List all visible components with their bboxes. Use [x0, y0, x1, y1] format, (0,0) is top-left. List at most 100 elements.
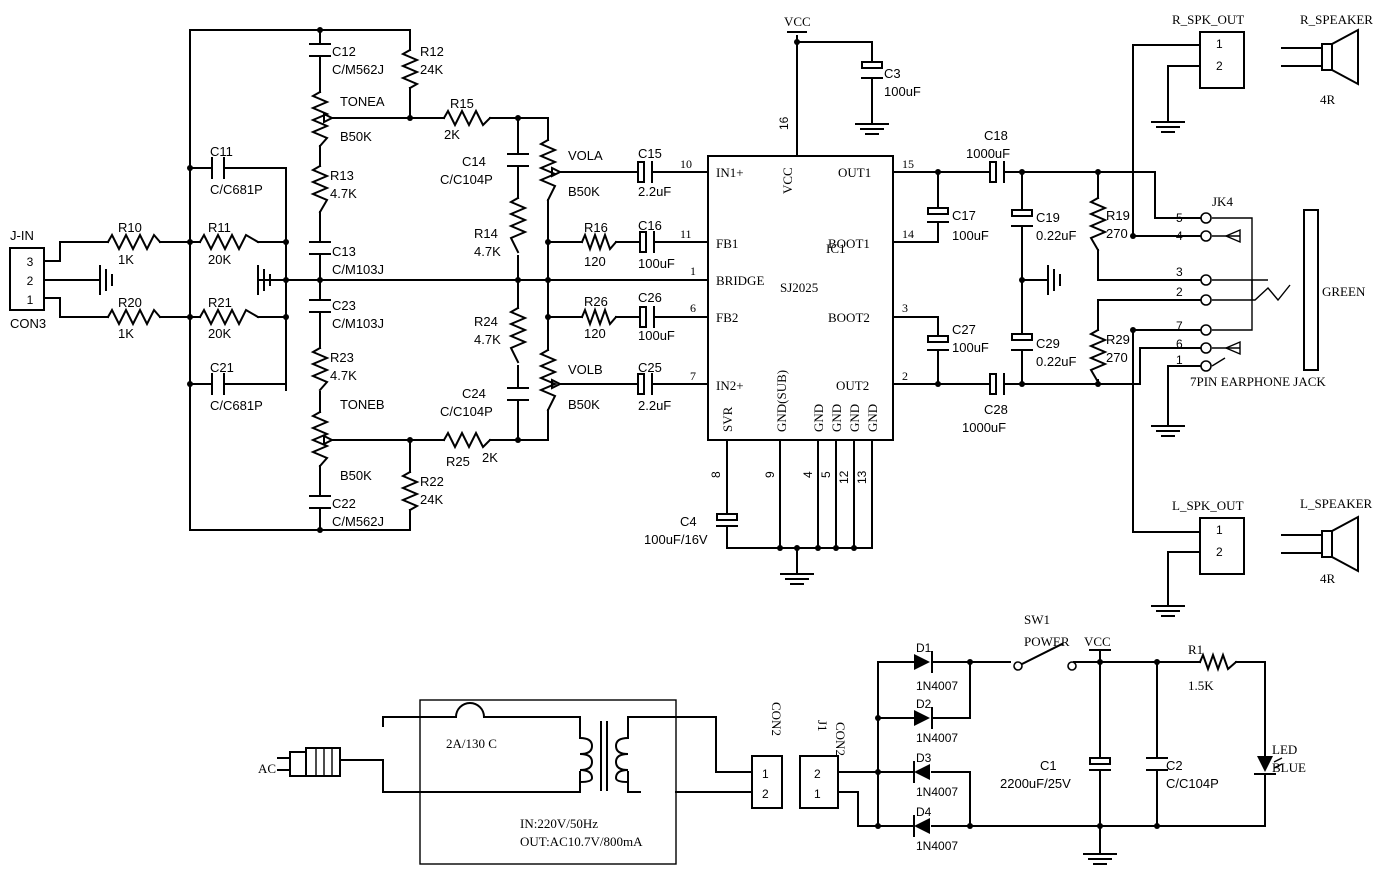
svg-text:120: 120 [584, 326, 606, 341]
svg-text:AC: AC [258, 761, 276, 776]
j-in-pin-3: 3 [27, 255, 34, 269]
resistor-r12: R12 24K [400, 44, 444, 90]
svg-text:R15: R15 [450, 96, 474, 111]
svg-text:0.22uF: 0.22uF [1036, 228, 1077, 243]
svg-text:C22: C22 [332, 496, 356, 511]
svg-text:LED: LED [1272, 742, 1297, 757]
svg-text:5: 5 [819, 471, 833, 478]
svg-text:C/C104P: C/C104P [440, 404, 493, 419]
svg-text:1.5K: 1.5K [1188, 678, 1214, 693]
l-spk-out-connector: L_SPK_OUT 1 2 [1172, 498, 1245, 575]
resistor-r20: R20 1K [106, 295, 162, 341]
jack-label: 7PIN EARPHONE JACK [1190, 374, 1326, 389]
svg-text:C19: C19 [1036, 210, 1060, 225]
svg-text:1K: 1K [118, 252, 134, 267]
svg-text:C26: C26 [638, 290, 662, 305]
svg-text:OUT2: OUT2 [836, 378, 869, 393]
svg-text:1: 1 [1216, 37, 1223, 51]
resistor-r14: R14 4.7K [474, 196, 528, 259]
svg-text:OUT1: OUT1 [838, 165, 871, 180]
svg-text:270: 270 [1106, 226, 1128, 241]
svg-text:1N4007: 1N4007 [916, 679, 958, 693]
svg-text:SVR: SVR [720, 406, 735, 432]
svg-text:VOLA: VOLA [568, 148, 603, 163]
svg-text:C17: C17 [952, 208, 976, 223]
svg-text:B50K: B50K [568, 397, 600, 412]
svg-text:C/M562J: C/M562J [332, 514, 384, 529]
svg-text:CON2: CON2 [769, 702, 784, 736]
svg-text:24K: 24K [420, 492, 443, 507]
svg-text:C14: C14 [462, 154, 486, 169]
con2-a-connector: 1 2 CON2 [751, 702, 784, 809]
ic-vcc-label: VCC [780, 167, 795, 194]
svg-text:B50K: B50K [340, 468, 372, 483]
capacitor-c28: C28 1000uF [962, 373, 1008, 435]
svg-text:3: 3 [1176, 265, 1183, 279]
resistor-r16: R16 120 [580, 220, 618, 269]
jk4-earphone-jack: JK4 5 4 3 2 7 6 1 GREEN 7PIN EARPHONE JA… [1176, 194, 1366, 389]
svg-text:7: 7 [690, 369, 696, 383]
svg-text:R16: R16 [584, 220, 608, 235]
ac-plug: AC [258, 747, 341, 777]
svg-text:2: 2 [1176, 285, 1183, 299]
svg-text:4.7K: 4.7K [330, 186, 357, 201]
svg-text:JK4: JK4 [1212, 194, 1233, 209]
jack-color-label: GREEN [1322, 284, 1366, 299]
svg-text:C21: C21 [210, 360, 234, 375]
svg-text:TONEB: TONEB [340, 397, 385, 412]
capacitor-c18: C18 1000uF [966, 128, 1010, 183]
resistor-r25: R25 2K [442, 430, 498, 469]
j-in-connector: J-IN 3 2 1 CON3 [9, 228, 46, 331]
vcc-top-label: VCC [784, 14, 811, 33]
svg-text:D1: D1 [916, 641, 932, 655]
svg-text:C/C681P: C/C681P [210, 182, 263, 197]
capacitor-c24: C24 C/C104P [440, 386, 529, 419]
resistor-r15: R15 2K [442, 96, 492, 142]
svg-text:C23: C23 [332, 298, 356, 313]
svg-text:C/M562J: C/M562J [332, 62, 384, 77]
capacitor-c11: C11 C/C681P [210, 144, 263, 197]
svg-text:D2: D2 [916, 697, 932, 711]
svg-text:C/M103J: C/M103J [332, 316, 384, 331]
diode-d3: D3 1N4007 [913, 751, 958, 799]
l-speaker: L_SPEAKER 4R [1300, 496, 1373, 586]
svg-text:270: 270 [1106, 350, 1128, 365]
svg-text:C12: C12 [332, 44, 356, 59]
svg-text:100uF: 100uF [638, 328, 675, 343]
svg-text:B50K: B50K [340, 129, 372, 144]
svg-text:D4: D4 [916, 805, 932, 819]
svg-text:1: 1 [690, 264, 696, 278]
svg-text:12: 12 [837, 470, 851, 484]
svg-text:C11: C11 [210, 144, 233, 159]
diode-d4: D4 1N4007 [913, 805, 958, 853]
svg-text:7: 7 [1176, 319, 1183, 333]
capacitor-c23: C23 C/M103J [309, 298, 384, 331]
svg-text:R_SPEAKER: R_SPEAKER [1300, 12, 1373, 27]
vcc-psu-label: VCC [1084, 634, 1111, 651]
svg-text:VCC: VCC [1084, 634, 1111, 649]
svg-text:R23: R23 [330, 350, 354, 365]
svg-text:GND: GND [829, 404, 844, 432]
svg-text:2: 2 [902, 369, 908, 383]
con2-b-connector: 2 1 J1 CON2 [799, 720, 848, 809]
capacitor-c2: C2 C/C104P [1146, 757, 1219, 791]
svg-text:R21: R21 [208, 295, 232, 310]
svg-text:8: 8 [709, 471, 723, 478]
svg-text:R19: R19 [1106, 208, 1130, 223]
svg-text:R1: R1 [1188, 642, 1203, 657]
svg-text:SJ2025: SJ2025 [780, 280, 818, 295]
svg-text:1000uF: 1000uF [962, 420, 1006, 435]
svg-text:D3: D3 [916, 751, 932, 765]
resistor-r22: R22 24K [400, 470, 444, 512]
svg-text:L_SPK_OUT: L_SPK_OUT [1172, 498, 1244, 513]
svg-text:2: 2 [1216, 545, 1223, 559]
potentiometer-vola: VOLA B50K [538, 138, 603, 202]
svg-text:C28: C28 [984, 402, 1008, 417]
power-adapter-box: 2A/130 C IN:220V/50Hz OUT:AC10.7V/800mA [419, 699, 677, 865]
svg-text:5: 5 [1176, 211, 1183, 225]
adapter-input-label: IN:220V/50Hz [520, 816, 598, 831]
svg-text:100uF: 100uF [884, 84, 921, 99]
svg-text:11: 11 [680, 227, 692, 241]
capacitor-c16: C16 100uF [638, 218, 675, 271]
svg-text:B50K: B50K [568, 184, 600, 199]
